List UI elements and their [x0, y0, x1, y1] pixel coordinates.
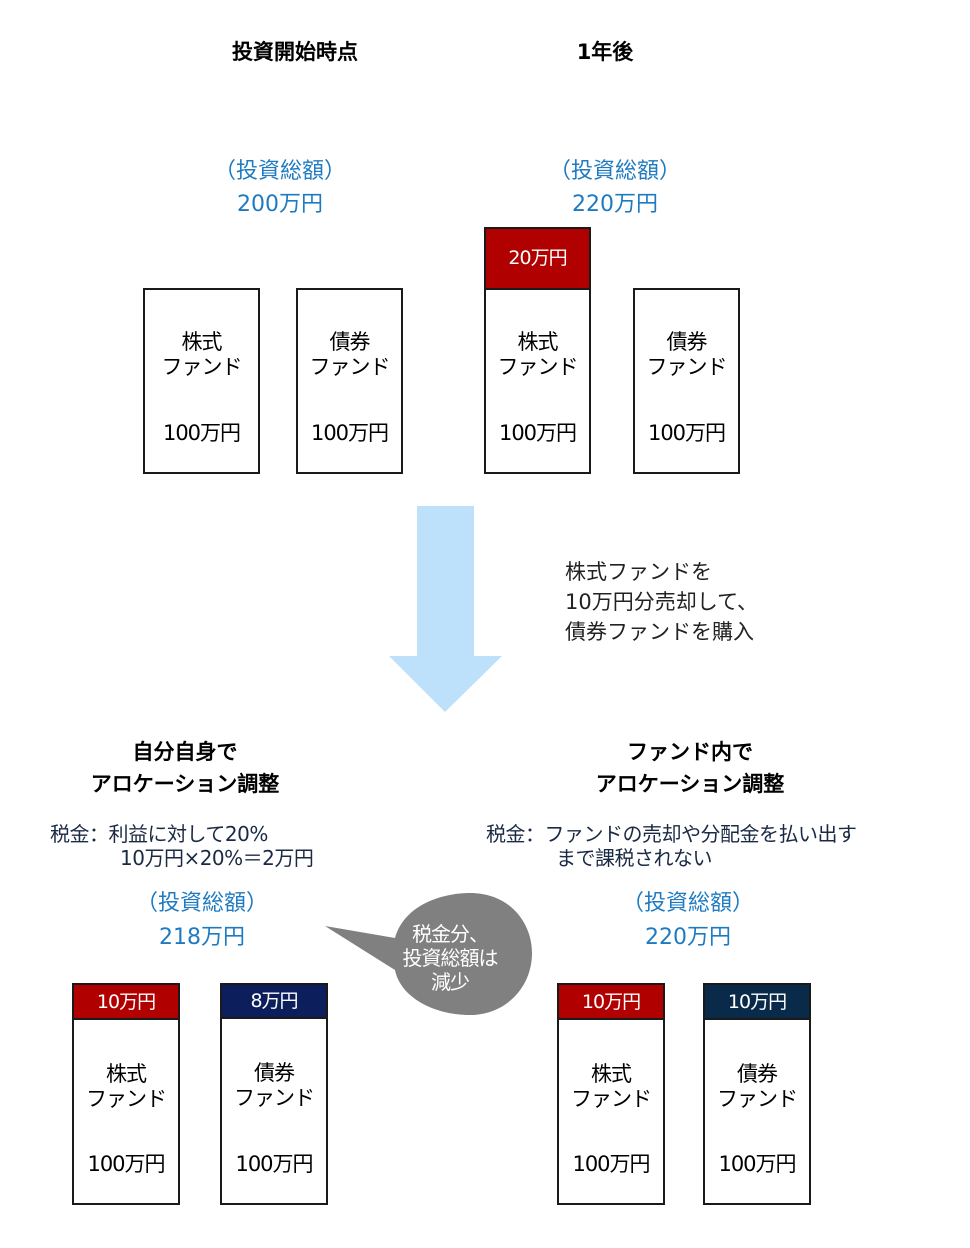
fund-name-line2: ファンド [86, 1087, 167, 1111]
note-line: 株式ファンドを [565, 560, 712, 584]
fund-name-line2: ファンド [646, 355, 728, 379]
tax-line2: まで課税されない [556, 846, 713, 870]
gain-tag-stock-self: 10万円 [72, 983, 180, 1021]
total-value-fund: 220万円 [645, 925, 731, 950]
gain-tag-bond-self: 8万円 [220, 983, 328, 1019]
fund-name-line1: 株式 [106, 1062, 147, 1086]
heading-one-year-later: 1年後 [576, 40, 634, 64]
callout-line: 税金分、 [412, 922, 489, 946]
fund-name-line2: ファンド [497, 355, 579, 379]
fund-amount: 100万円 [310, 421, 389, 445]
rebalance-note: 株式ファンドを 10万円分売却して、 債券ファンドを購入 [565, 557, 865, 647]
heading-self-adjust: 自分自身で アロケーション調整 [60, 736, 310, 800]
heading-start: 投資開始時点 [232, 40, 358, 64]
tax-note-fund: 税金：ファンドの売却や分配金を払い出す まで課税されない [486, 822, 956, 870]
total-label-fund: （投資総額） [621, 891, 754, 916]
fund-amount: 100万円 [572, 1152, 650, 1176]
fund-name-line2: ファンド [717, 1087, 798, 1111]
fund-name-line1: 株式 [591, 1062, 632, 1086]
tax-line2: 10万円×20%＝2万円 [120, 846, 314, 870]
note-line: 債券ファンドを購入 [565, 620, 754, 644]
callout-line: 投資総額は [402, 946, 499, 970]
fund-amount: 100万円 [162, 421, 241, 445]
callout-shape [325, 893, 532, 1015]
fund-name-line1: 債券 [737, 1062, 778, 1086]
total-label-one-year: （投資総額） [548, 159, 681, 184]
bond-fund-start: 債券ファンド 100万円 [296, 288, 403, 474]
fund-amount: 100万円 [87, 1152, 165, 1176]
bond-fund-one-year: 債券ファンド 100万円 [633, 288, 740, 474]
bond-fund-fund: 債券ファンド 100万円 [703, 1018, 811, 1205]
arrow-shape [389, 506, 502, 712]
down-arrow-icon [389, 506, 502, 712]
total-value-one-year: 220万円 [572, 192, 658, 217]
fund-amount: 100万円 [498, 421, 577, 445]
total-label-self: （投資総額） [135, 891, 268, 916]
fund-name-line2: ファンド [234, 1086, 315, 1110]
heading-line1: 自分自身で [132, 740, 238, 764]
tax-line1: 利益に対して20% [108, 822, 269, 846]
fund-amount: 100万円 [647, 421, 726, 445]
fund-name-line2: ファンド [161, 355, 243, 379]
stock-fund-self: 株式ファンド 100万円 [72, 1018, 180, 1205]
fund-amount: 100万円 [235, 1152, 313, 1176]
fund-name-line1: 債券 [666, 330, 708, 354]
tax-label: 税金： [486, 822, 545, 846]
note-line: 10万円分売却して、 [565, 590, 759, 614]
fund-name-line1: 債券 [254, 1061, 295, 1085]
total-value-start: 200万円 [237, 192, 323, 217]
tax-label: 税金： [50, 822, 109, 846]
gain-tag-stock-one-year: 20万円 [484, 227, 591, 290]
callout-text: 税金分、 投資総額は 減少 [380, 922, 520, 994]
callout-bubble [325, 893, 532, 1015]
gain-tag-bond-fund: 10万円 [703, 983, 811, 1021]
heading-line2: アロケーション調整 [595, 772, 785, 796]
stock-fund-one-year: 株式ファンド 100万円 [484, 288, 591, 474]
tax-line1: ファンドの売却や分配金を払い出す [544, 822, 858, 846]
fund-name-line1: 株式 [181, 330, 223, 354]
stock-fund-start: 株式ファンド 100万円 [143, 288, 260, 474]
heading-fund-adjust: ファンド内で アロケーション調整 [555, 736, 825, 800]
fund-name-line1: 債券 [329, 330, 371, 354]
bond-fund-self: 債券ファンド 100万円 [220, 1017, 328, 1205]
callout-line: 減少 [431, 970, 470, 994]
fund-amount: 100万円 [718, 1152, 796, 1176]
fund-name-line1: 株式 [517, 330, 559, 354]
total-label-start: （投資総額） [213, 159, 346, 184]
heading-line1: ファンド内で [627, 740, 753, 764]
heading-line2: アロケーション調整 [90, 772, 280, 796]
fund-name-line2: ファンド [309, 355, 391, 379]
tax-note-self: 税金：利益に対して20% 10万円×20%＝2万円 [50, 822, 390, 870]
fund-name-line2: ファンド [571, 1087, 652, 1111]
gain-tag-stock-fund: 10万円 [557, 983, 665, 1021]
total-value-self: 218万円 [159, 925, 245, 950]
stock-fund-fund: 株式ファンド 100万円 [557, 1018, 665, 1205]
